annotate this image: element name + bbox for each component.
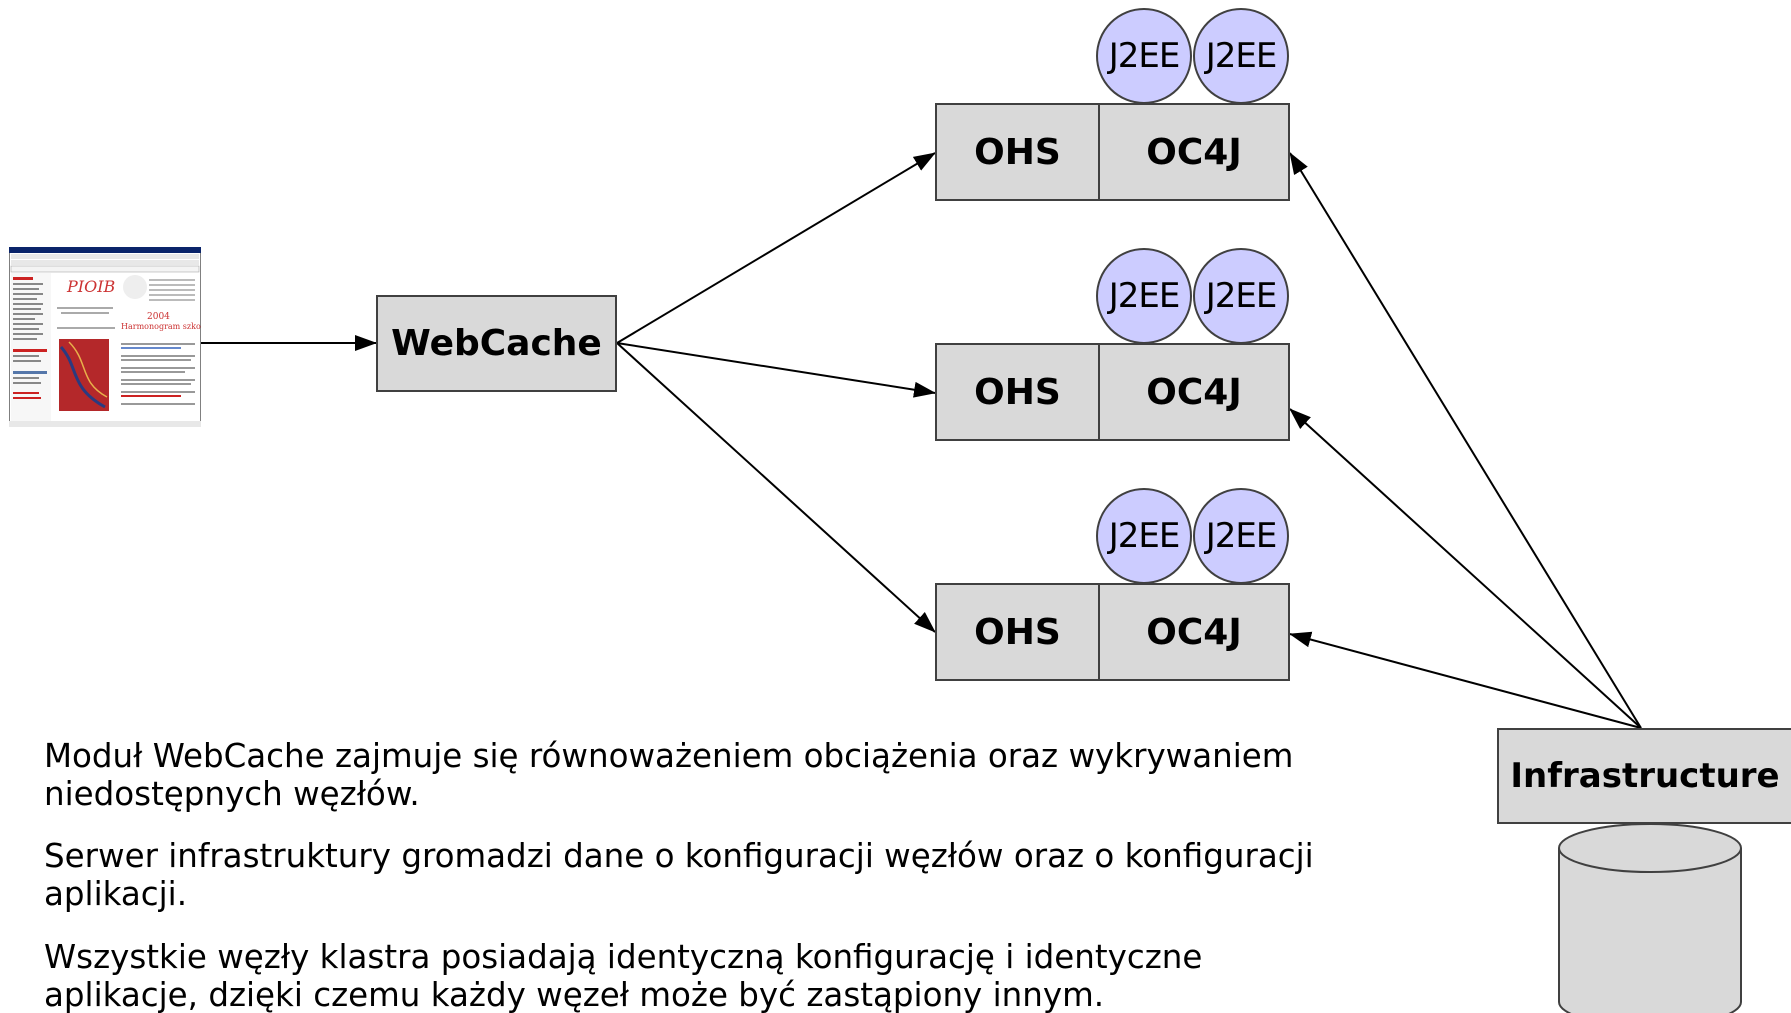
arrow-webcache-to-node-2 bbox=[616, 342, 936, 398]
cluster-node-3: OHS OC4J bbox=[935, 583, 1290, 681]
j2ee-app-circle: J2EE bbox=[1193, 488, 1289, 584]
j2ee-app-circle: J2EE bbox=[1096, 8, 1192, 104]
j2ee-app-circle: J2EE bbox=[1096, 248, 1192, 344]
paragraph-webcache: Moduł WebCache zajmuje się równoważeniem… bbox=[44, 737, 1364, 813]
arrow-webcache-to-node-1 bbox=[616, 152, 936, 344]
svg-text:PIOIB: PIOIB bbox=[66, 277, 116, 296]
paragraph-line: Wszystkie węzły klastra posiadają identy… bbox=[44, 938, 1203, 976]
infrastructure-box: Infrastructure bbox=[1497, 728, 1791, 824]
svg-text:Harmonogram szkoleń: Harmonogram szkoleń bbox=[121, 322, 201, 331]
database-icon bbox=[1558, 823, 1742, 1013]
arrow-infra-to-node-3 bbox=[1289, 631, 1642, 729]
arrow-infra-to-node-2 bbox=[1289, 408, 1642, 729]
ohs-cell: OHS bbox=[937, 105, 1100, 199]
arrow-webcache-to-node-3 bbox=[616, 342, 936, 633]
oc4j-cell: OC4J bbox=[1146, 131, 1242, 173]
paragraph-cluster: Wszystkie węzły klastra posiadają identy… bbox=[44, 938, 1364, 1013]
paragraph-line: Moduł WebCache zajmuje się równoważeniem… bbox=[44, 737, 1294, 775]
ohs-cell: OHS bbox=[937, 585, 1100, 679]
j2ee-app-circle: J2EE bbox=[1096, 488, 1192, 584]
j2ee-app-circle: J2EE bbox=[1193, 8, 1289, 104]
paragraph-line: aplikacje, dzięki czemu każdy węzeł może… bbox=[44, 976, 1105, 1013]
svg-text:2004: 2004 bbox=[147, 312, 170, 322]
paragraph-line: Serwer infrastruktury gromadzi dane o ko… bbox=[44, 837, 1314, 875]
browser-window-icon: PIOIB 2004 Harmonogram szkoleń bbox=[9, 247, 201, 427]
arrow-infra-to-node-1 bbox=[1289, 152, 1642, 729]
j2ee-app-circle: J2EE bbox=[1193, 248, 1289, 344]
paragraph-line: aplikacji. bbox=[44, 875, 188, 913]
oc4j-cell: OC4J bbox=[1146, 611, 1242, 653]
cluster-node-2: OHS OC4J bbox=[935, 343, 1290, 441]
oc4j-cell: OC4J bbox=[1146, 371, 1242, 413]
ohs-cell: OHS bbox=[937, 345, 1100, 439]
paragraph-line: niedostępnych węzłów. bbox=[44, 775, 420, 813]
paragraph-infrastructure: Serwer infrastruktury gromadzi dane o ko… bbox=[44, 837, 1364, 913]
cluster-node-1: OHS OC4J bbox=[935, 103, 1290, 201]
webcache-box: WebCache bbox=[376, 295, 617, 392]
